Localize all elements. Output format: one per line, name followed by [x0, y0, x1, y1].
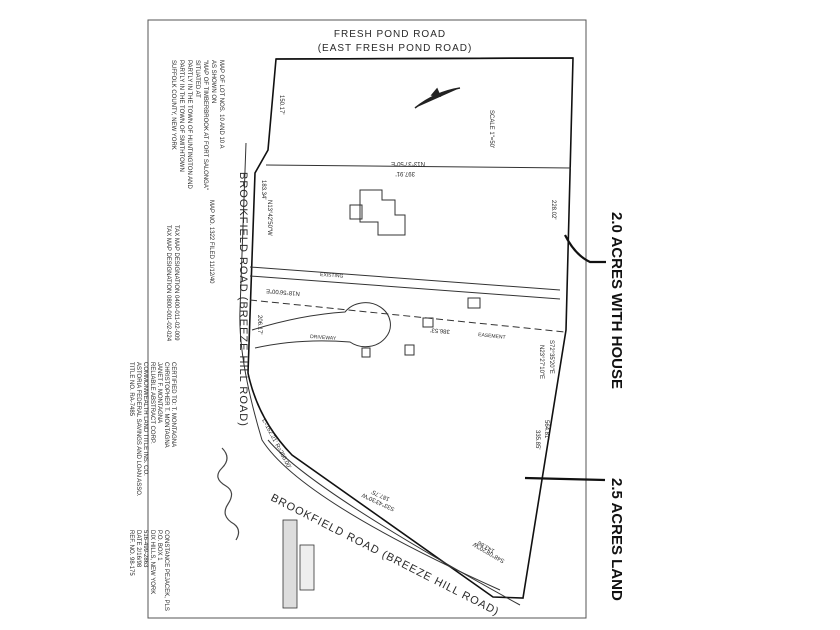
surveyor-line-1: CONSTANCE PEJACEK, PLS	[163, 530, 169, 611]
surveyor-line-4: 516-499-2863	[142, 530, 148, 568]
title-line-5: PARTLY IN THE TOWN OF HUNTINGTON AND	[186, 60, 192, 189]
house-lot-line	[265, 164, 572, 169]
dim-center-bearing: N18°56'00"E	[266, 287, 300, 296]
garage-footprint	[349, 204, 363, 220]
dim-east-low-2: 335.85'	[534, 430, 540, 450]
scale-label: SCALE 1"=50'	[488, 110, 494, 148]
existing-road-lower	[249, 275, 561, 300]
cert-line-6: ASTORIA FEDERAL SAVINGS AND LOAN ASSO.	[135, 362, 141, 497]
surveyor-line-5: DATE 2/16/98	[135, 530, 141, 568]
sheet-border	[147, 19, 587, 619]
shed-1	[467, 297, 481, 309]
cert-line-7: TITLE NO. RA-7485	[128, 362, 134, 417]
surveyor-line-3: DIX HILLS, NEW YORK	[149, 530, 155, 594]
dim-center-length: 386.53'	[430, 326, 450, 334]
lower-parcel-marker	[524, 476, 606, 482]
tax-map-block: TAX MAP DESIGNATION 0400-011-02-009 TAX …	[165, 225, 179, 342]
title-line-4: SITUATED AT	[194, 60, 200, 98]
title-line-3: "MAP OF TIMBERBROOK AT FORT SALONGA"	[202, 60, 208, 190]
title-line-6: PARTLY IN THE TOWN OF SMITHTOWN	[178, 60, 184, 172]
left-road-name: BROOKFIELD ROAD (BREEZE HILL ROAD)	[237, 172, 249, 427]
dim-lot-west: 183.34'	[260, 180, 266, 200]
cert-line-1: CERTIFIED TO: T. MONTAGNA	[170, 362, 176, 447]
surveyor-block: CONSTANCE PEJACEK, PLS P.O. BOX 1 DIX HI…	[128, 530, 169, 611]
title-line-7: SUFFOLK COUNTY, NEW YORK	[170, 60, 176, 150]
cert-line-4: RELIABLE ABSTRACT CORP.	[149, 362, 155, 444]
dim-inner-top: 397.91'	[396, 170, 416, 176]
dim-east-top: 228.02'	[550, 200, 556, 220]
fresh-pond-frontage	[275, 57, 574, 60]
map-filing: MAP NO. 1322 FILED 11/12/40	[208, 200, 214, 284]
dim-lot-west-bearing: N13°42'50"W	[266, 200, 272, 236]
top-road-name: FRESH POND ROAD	[334, 29, 446, 40]
lower-parcel-label: 2.5 ACRES LAND	[608, 478, 625, 601]
notes-block	[282, 519, 298, 609]
dim-inner-bearing: N13°37'50"E	[391, 160, 425, 166]
shed-3	[404, 344, 415, 356]
top-road-alt: (EAST FRESH POND ROAD)	[318, 43, 473, 54]
property-boundary	[247, 57, 574, 599]
house-footprint	[359, 189, 406, 236]
cert-line-3: JANET F. MONTAGNA	[156, 362, 162, 423]
dim-west-short: 206.17'	[256, 315, 262, 335]
existing-road-upper	[249, 266, 561, 291]
brookfield-road-bottom-edge	[267, 439, 521, 606]
dim-west-top: 150.17'	[278, 95, 284, 115]
dim-south-bearing: N23°27'10"E	[538, 345, 544, 379]
surveyor-line-2: P.O. BOX 1	[156, 530, 162, 561]
title-line-1: MAP OF LOT NOS. 10 AND 10 A	[218, 60, 224, 148]
surveyor-signature	[217, 447, 240, 541]
seal-block	[299, 544, 315, 591]
feature-easement: EASEMENT	[478, 332, 506, 341]
driveway	[251, 302, 391, 349]
cert-line-2: CHRISTOPHER T. MONTAGNA	[163, 362, 169, 448]
certified-block: CERTIFIED TO: T. MONTAGNA CHRISTOPHER T.…	[128, 362, 176, 497]
upper-parcel-marker	[564, 234, 606, 264]
tax-line-2: TAX MAP DESIGNATION 0800-001-02-024	[165, 225, 171, 342]
upper-parcel-label: 2.0 ACRES WITH HOUSE	[608, 212, 625, 389]
dim-east-low-1: 564.81'	[543, 420, 549, 440]
tax-line-1: TAX MAP DESIGNATION 0400-011-02-009	[173, 225, 179, 341]
brookfield-road-left-edge	[239, 142, 501, 591]
feature-existing: EXISTING	[320, 272, 344, 280]
title-line-2: AS SHOWN ON	[210, 60, 216, 103]
cert-line-5: COMMONWEALTH LAND TITLE INS. CO.	[142, 362, 148, 476]
shed-2	[422, 317, 434, 328]
dim-east-top-bearing: S72°35'20"E	[548, 340, 554, 374]
north-arrow-icon	[414, 87, 461, 109]
feature-driveway: DRIVEWAY	[310, 334, 337, 342]
map-title-block: MAP OF LOT NOS. 10 AND 10 A AS SHOWN ON …	[170, 60, 224, 190]
shed-4	[361, 347, 371, 358]
surveyor-line-6: REF. NO. 98-175	[128, 530, 134, 576]
center-dashed-line	[249, 299, 566, 333]
